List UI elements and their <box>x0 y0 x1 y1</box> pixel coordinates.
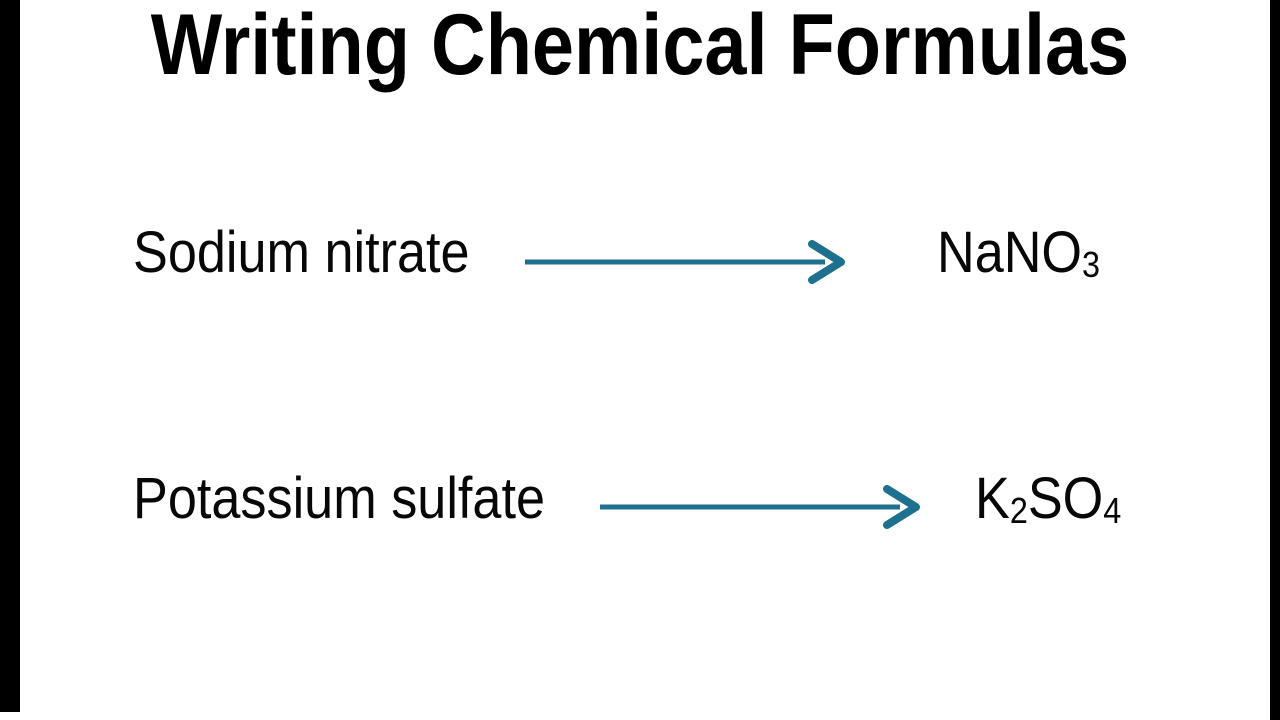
right-arrow-icon <box>525 240 845 284</box>
letterbox-bar-left <box>0 0 20 712</box>
arrow-head <box>883 485 920 529</box>
chemical-formula: K2SO4 <box>975 470 1122 531</box>
letterbox-bar-right <box>1270 0 1280 720</box>
page-title: Writing Chemical Formulas <box>150 0 1130 93</box>
formula-segment: NaNO <box>937 220 1083 285</box>
formula-subscript: 4 <box>1103 490 1122 531</box>
compound-name-label: Potassium sulfate <box>133 466 546 531</box>
formula-subscript: 3 <box>1082 244 1101 285</box>
right-arrow-icon <box>600 485 920 529</box>
formula-segment: SO <box>1027 466 1104 531</box>
formula-subscript: 2 <box>1009 490 1028 531</box>
arrow-head <box>808 240 845 284</box>
chemical-formula: NaNO3 <box>937 224 1101 285</box>
compound-name-label: Sodium nitrate <box>133 220 470 285</box>
formula-segment: K <box>975 466 1010 531</box>
